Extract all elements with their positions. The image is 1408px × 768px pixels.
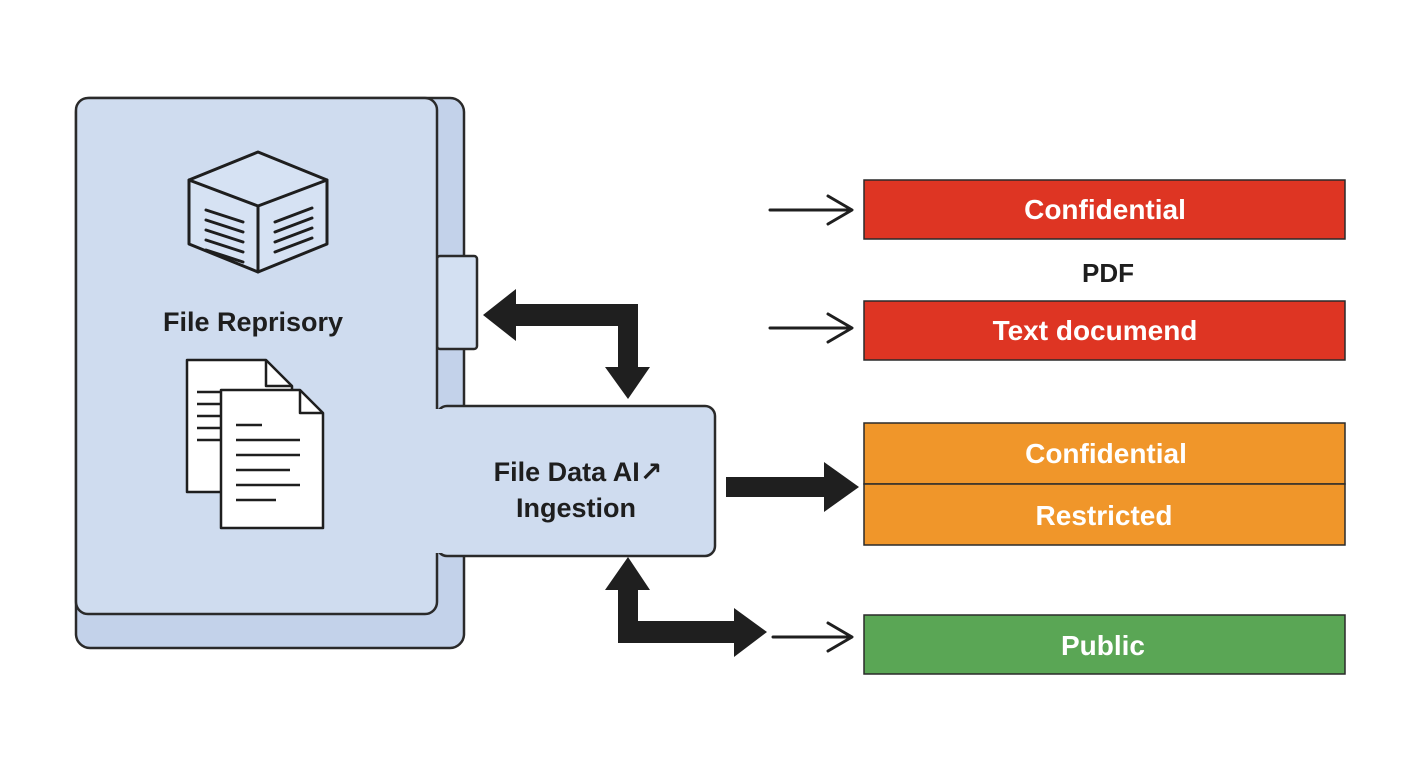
pdf-label: PDF [1082,258,1134,288]
ingestion-title-line1: File Data AI↗ [494,457,663,487]
ingestion-node: File Data AI↗ Ingestion [430,404,717,558]
thin-arrow-confidential [768,194,854,226]
ingestion-to-orange-arrow [726,462,859,512]
category-bars: Confidential PDF Text documend Confident… [863,179,1346,675]
documents-icon [185,358,325,530]
repository-ingestion-arrow [483,289,650,399]
category-bar-public [863,614,1346,675]
repository-tab [435,254,479,351]
ingestion-title-line2: Ingestion [516,493,636,523]
ingestion-join-mask [430,409,442,553]
category-bar-confidential-red [863,179,1346,240]
category-label-public: Public [1061,630,1145,661]
connector-arrows [483,289,859,657]
repository-title: File Reprisory [163,307,343,337]
storage-box-icon [187,150,329,274]
category-label-text-document: Text documend [993,315,1198,346]
thin-arrows [768,194,854,653]
category-label-confidential-orange: Confidential [1025,438,1187,469]
thin-arrow-public [771,621,854,653]
category-bar-restricted [863,483,1346,546]
ingestion-to-public-arrow [605,557,767,657]
file-repository-node: File Reprisory [74,96,479,650]
category-label-restricted: Restricted [1036,500,1173,531]
repository-front-panel [74,96,439,616]
category-label-confidential-red: Confidential [1024,194,1186,225]
category-bar-confidential-orange [863,422,1346,485]
category-bar-text-document [863,300,1346,361]
thin-arrow-text-document [768,312,854,344]
